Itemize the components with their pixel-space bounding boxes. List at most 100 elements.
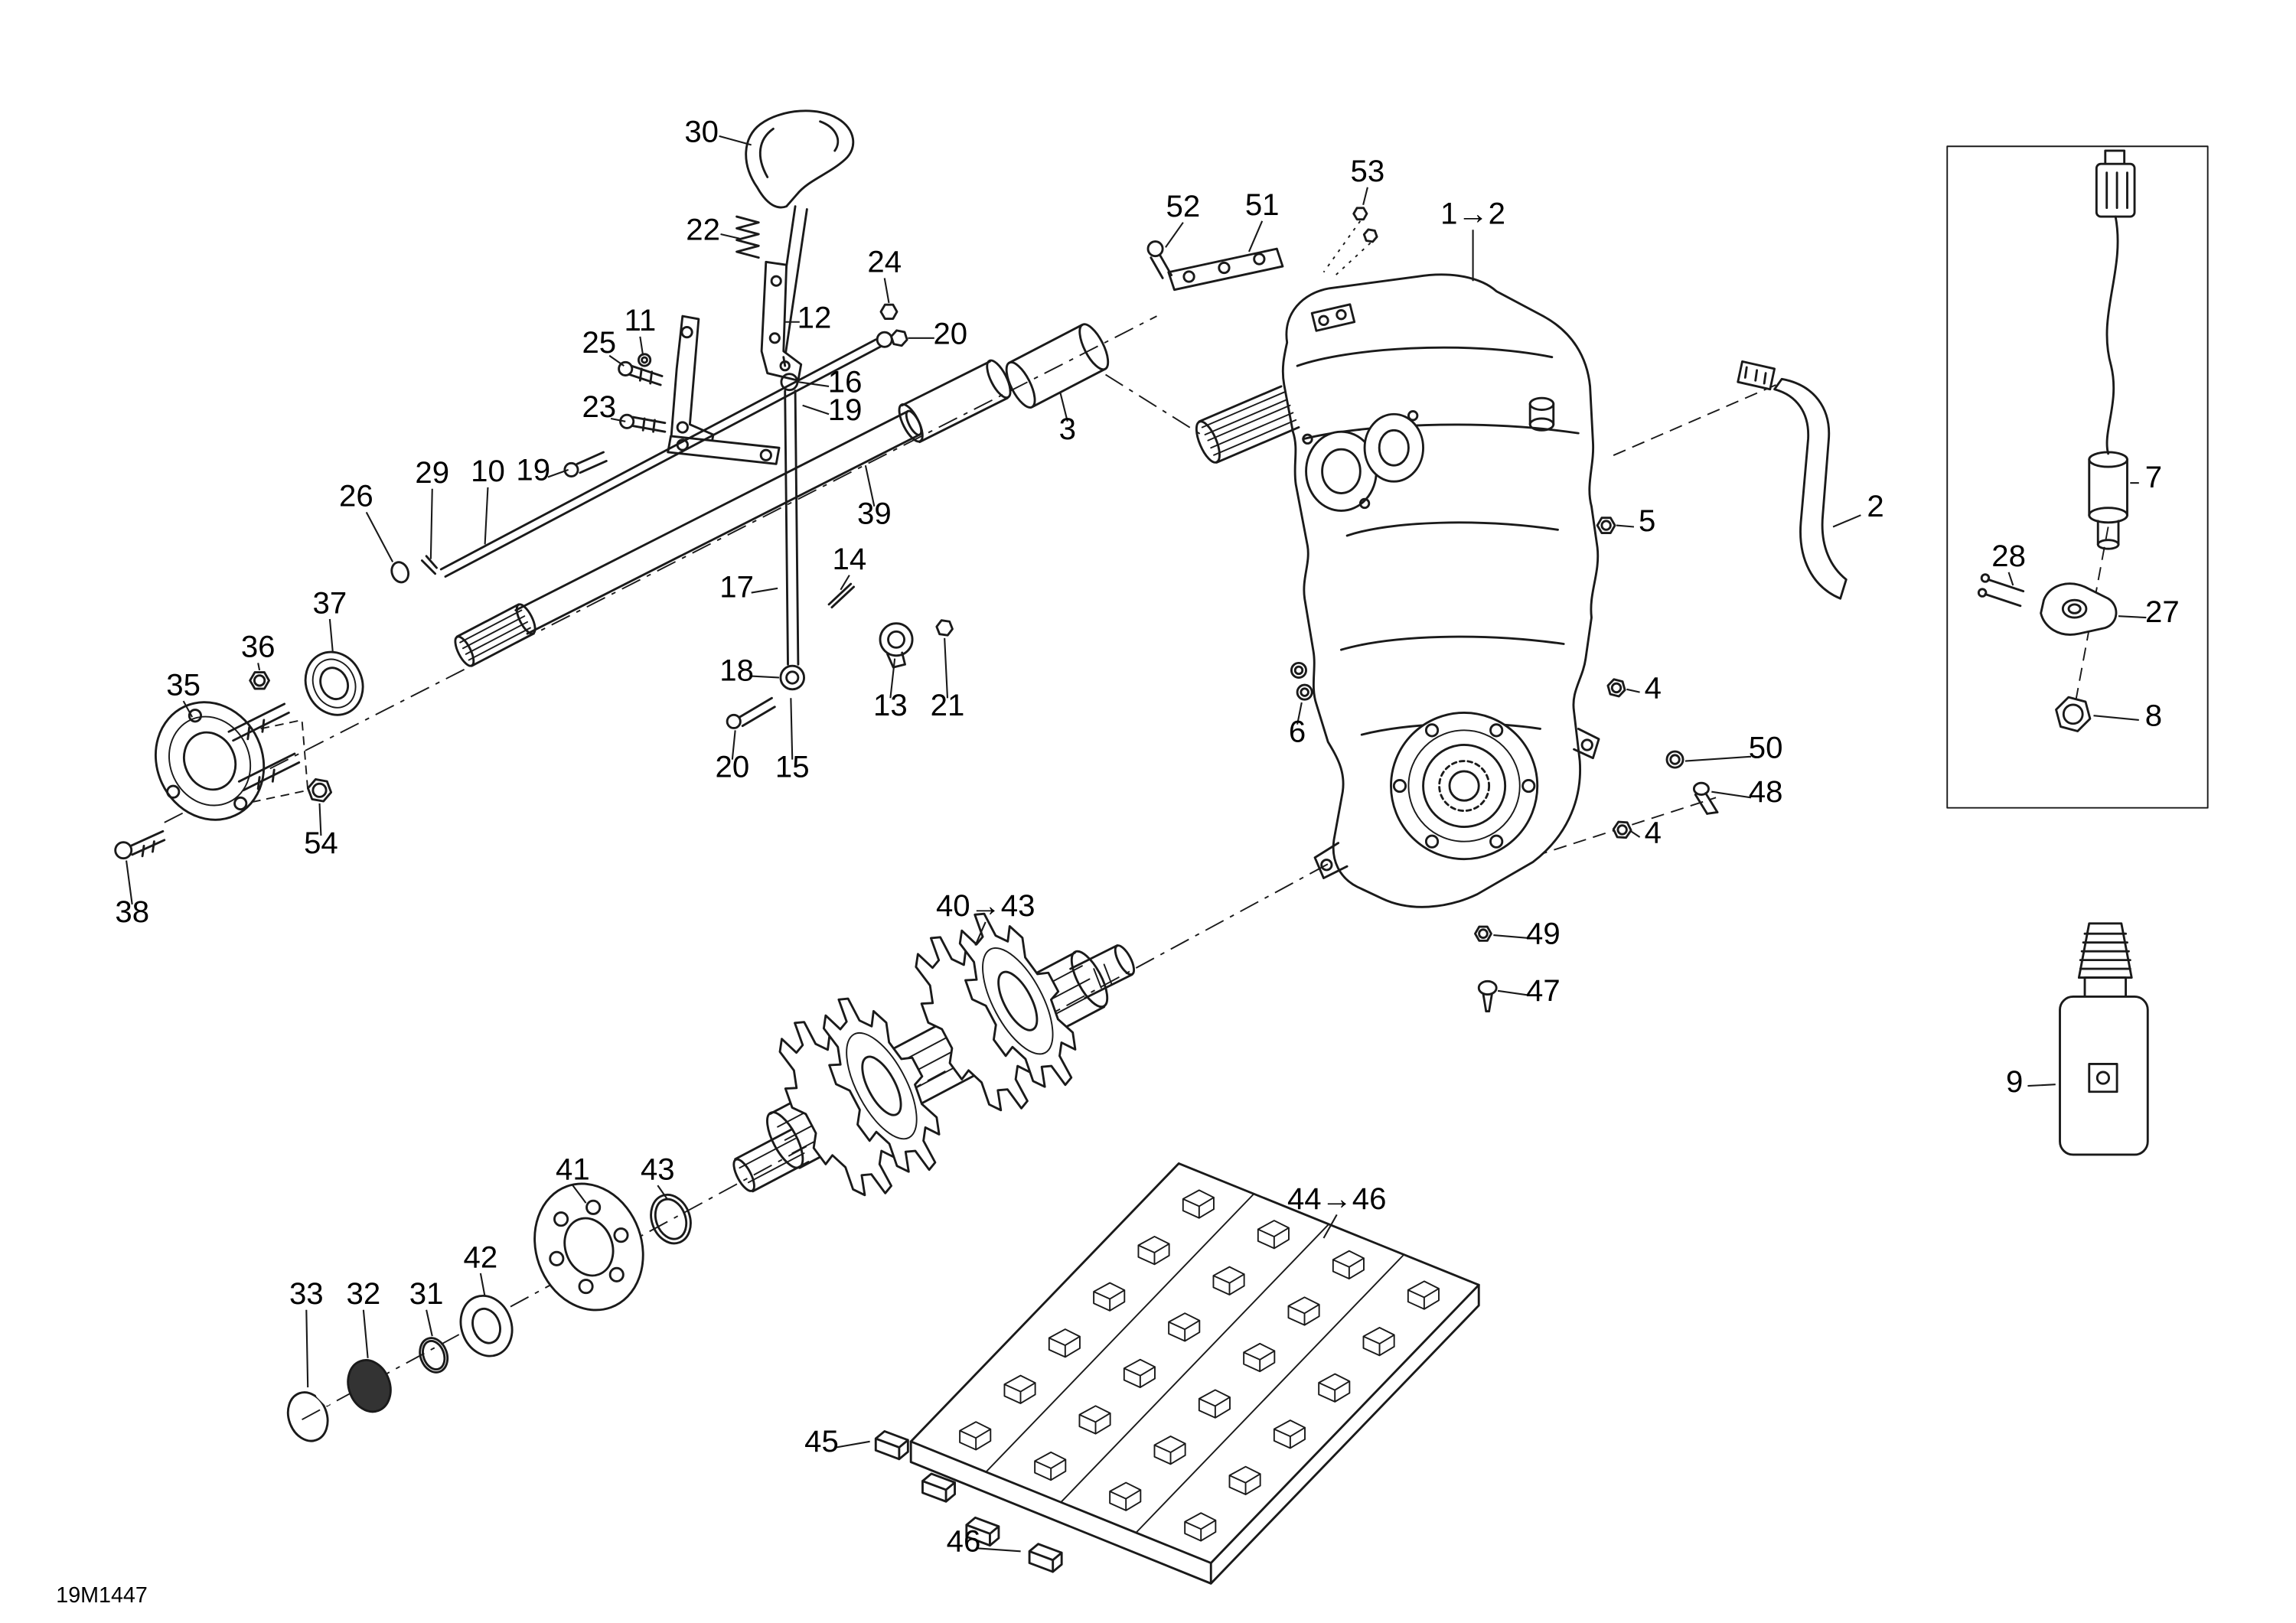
leader-line — [572, 1185, 587, 1204]
callout-6: 6 — [1289, 715, 1306, 749]
nut-21 — [935, 619, 954, 637]
sensor-kit-box — [1946, 145, 2209, 809]
callout-4: 4 — [1645, 816, 1662, 850]
axle-end-parts — [286, 1182, 692, 1442]
leader-line — [362, 1309, 369, 1358]
drive-axle-assembly — [732, 912, 1135, 1197]
track-assembly — [909, 1162, 1480, 1585]
lubricant-bottle-9 — [2059, 922, 2149, 1156]
nut-24 — [879, 303, 899, 320]
leader-line — [429, 488, 433, 559]
track-clip — [1028, 1543, 1063, 1573]
callout-31: 31 — [409, 1276, 444, 1311]
bolt-20 — [726, 696, 776, 729]
leader-line — [1630, 830, 1641, 838]
callout-20: 20 — [716, 750, 750, 784]
spring-22 — [735, 215, 760, 259]
bolt-52 — [1146, 240, 1173, 279]
output-hub — [1390, 711, 1539, 861]
callout-26: 26 — [339, 479, 373, 513]
output-flange-35 — [154, 701, 301, 821]
leader-line — [1296, 702, 1303, 725]
sprocket-disc — [822, 997, 941, 1173]
sprocket-flange-41 — [533, 1182, 644, 1312]
callout-33: 33 — [289, 1276, 324, 1311]
callout-5: 5 — [1639, 504, 1655, 538]
track-lug — [1228, 1465, 1261, 1495]
o-ring-43 — [650, 1193, 692, 1245]
callout-23: 23 — [582, 389, 616, 424]
leader-line — [1362, 187, 1368, 206]
gear-shift-lever — [735, 109, 855, 382]
callout-7: 7 — [2145, 460, 2162, 494]
bolt-38 — [114, 829, 166, 860]
callout-52: 52 — [1166, 189, 1201, 223]
callout-16: 16 — [828, 365, 863, 399]
track-clip — [965, 1516, 1000, 1547]
track-lug — [1243, 1342, 1276, 1373]
leader-line — [1832, 514, 1861, 528]
callout-27: 27 — [2145, 595, 2180, 629]
support-bracket-2 — [1737, 360, 1848, 600]
track-lug — [1212, 1266, 1245, 1295]
nut-36 — [249, 671, 270, 690]
callout-43: 43 — [641, 1152, 675, 1187]
callout-30: 30 — [684, 115, 719, 149]
leader-line — [840, 575, 850, 591]
leader-line — [836, 1440, 870, 1449]
leader-line — [1059, 392, 1068, 422]
leader-line — [2027, 1084, 2056, 1087]
leader-line — [1247, 220, 1264, 253]
washer-50 — [1665, 750, 1684, 769]
nut-20 — [890, 329, 908, 347]
callout-12: 12 — [797, 300, 832, 334]
document-code: 19M1447 — [56, 1583, 148, 1608]
leader-line — [126, 860, 133, 905]
callout-40-43: 40→43 — [936, 888, 1035, 923]
leader-line — [328, 618, 334, 652]
track-lug — [1003, 1374, 1036, 1404]
callout-22: 22 — [686, 213, 720, 247]
track-lug — [1287, 1296, 1320, 1326]
leader-line — [2118, 615, 2147, 619]
nut-53 — [1362, 228, 1378, 243]
callout-48: 48 — [1749, 774, 1783, 809]
track-clip — [874, 1430, 909, 1461]
callout-18: 18 — [719, 653, 754, 687]
clamp-13 — [879, 622, 914, 669]
leader-line — [751, 587, 778, 594]
callout-9: 9 — [2006, 1064, 2023, 1099]
callout-35: 35 — [166, 667, 201, 702]
leader-line — [978, 1547, 1021, 1553]
track-clip — [921, 1472, 956, 1503]
leader-line — [1626, 688, 1640, 693]
nut-54 — [306, 777, 333, 803]
callout-29: 29 — [415, 455, 449, 490]
leader-line — [1616, 524, 1635, 528]
callout-51: 51 — [1245, 187, 1280, 222]
leader-line — [797, 381, 830, 387]
callout-44-46: 44→46 — [1287, 1181, 1387, 1216]
o-ring-31 — [419, 1337, 449, 1374]
leader-line — [1711, 790, 1752, 799]
cotter-pin-29 — [420, 559, 437, 575]
leader-line — [974, 921, 987, 946]
screw-47 — [1477, 979, 1498, 1012]
filler-plug — [1528, 396, 1555, 432]
leader-line — [318, 803, 322, 836]
leader-line — [639, 336, 644, 356]
callout-20: 20 — [933, 316, 967, 350]
callout-49: 49 — [1526, 917, 1561, 951]
callout-21: 21 — [931, 688, 965, 722]
callout-41: 41 — [556, 1152, 590, 1187]
callout-11: 11 — [625, 303, 657, 337]
leader-line — [731, 730, 736, 760]
leader-line — [365, 511, 394, 562]
track-lug — [1332, 1250, 1365, 1280]
leader-line — [790, 698, 794, 760]
leader-line — [547, 468, 569, 478]
shift-drag-link — [726, 356, 914, 729]
sprocket-disc — [958, 912, 1077, 1088]
